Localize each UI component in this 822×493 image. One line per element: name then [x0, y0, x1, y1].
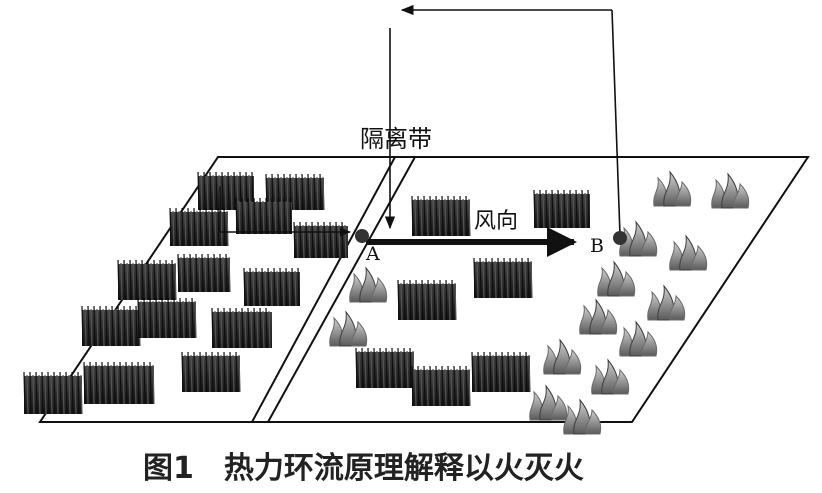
grass-clump: [137, 297, 197, 339]
fire-icon: [591, 358, 630, 395]
grass-clump: [211, 307, 272, 349]
grass-clump: [235, 197, 292, 235]
grass-clump: [243, 267, 300, 307]
ascending-air-arrow-b: [611, 9, 621, 236]
grass-clump: [181, 351, 241, 393]
point-a-marker: [355, 229, 369, 243]
grass-clump: [471, 351, 531, 393]
grass-clump: [117, 259, 177, 301]
fire-icon: [653, 170, 692, 207]
grass-clump: [169, 207, 229, 247]
figure-caption: 图1 热力环流原理解释以火灭火: [143, 451, 584, 486]
grass-clump: [265, 173, 325, 211]
grass-clump: [23, 371, 83, 415]
fire-icon: [579, 298, 618, 335]
fire-icon: [543, 338, 582, 375]
point-b-marker: [613, 231, 627, 245]
point-a-label: A: [365, 243, 380, 265]
grass-clump: [81, 305, 141, 347]
grass-clumps: [23, 171, 590, 415]
fire-icon: [529, 384, 568, 421]
firebreak-label: 隔离带: [360, 125, 432, 153]
grass-clump: [355, 347, 415, 389]
fire-icon: [563, 398, 602, 435]
grass-clump: [83, 361, 155, 405]
fire-icon: [597, 260, 636, 297]
fire-icon: [619, 320, 658, 357]
grass-clump: [397, 279, 457, 321]
grass-clump: [473, 257, 533, 299]
point-b-label: B: [590, 235, 604, 257]
fire-icon: [349, 266, 388, 303]
wind-direction-label: 风向: [474, 209, 518, 234]
fire-icon: [669, 234, 708, 271]
firebreak-line-left: [251, 156, 396, 423]
grass-clump: [177, 253, 231, 293]
fire-icon: [711, 172, 750, 209]
grass-clump: [533, 189, 590, 229]
grass-clump: [411, 195, 471, 237]
fire-icon: [647, 284, 686, 321]
fire-icon: [329, 310, 368, 347]
fire-patches: [329, 170, 750, 435]
fire-icon: [619, 220, 658, 257]
grass-clump: [293, 221, 348, 259]
grass-clump: [411, 365, 471, 407]
